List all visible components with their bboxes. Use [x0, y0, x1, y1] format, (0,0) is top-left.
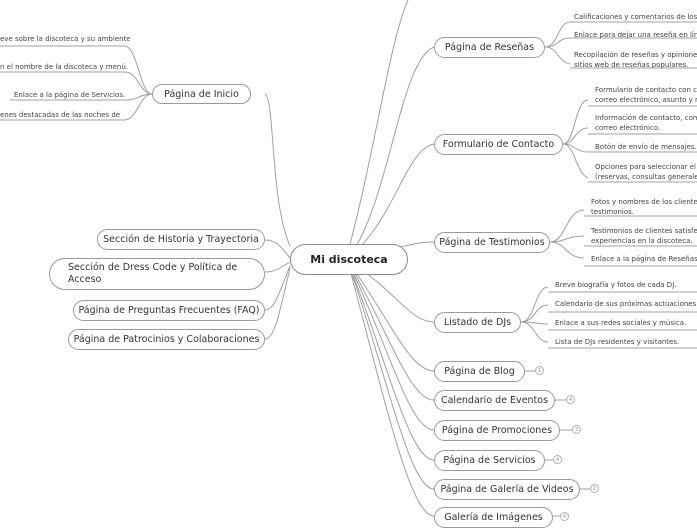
testimonios-leaf-3: Enlace a la página de Reseñas c — [591, 255, 697, 263]
testimonios-leaf-2: Testimonios de clientes satisfec experie… — [591, 227, 697, 245]
resenas-leaf-2: Enlace para dejar una reseña en líne — [574, 31, 697, 39]
collapsed-count-badge[interactable]: 2 — [590, 484, 599, 493]
contacto-leaf-3: Botón de envío de mensajes. — [595, 143, 697, 151]
branch-inicio[interactable]: Página de Inicio — [152, 84, 251, 104]
contacto-leaf-2: Información de contacto, como correo ele… — [595, 114, 697, 132]
branch-dress-code[interactable]: Sección de Dress Code y Política de Acce… — [49, 258, 265, 290]
branch-promociones[interactable]: Página de Promociones — [434, 420, 560, 441]
inicio-leaf-4: enes destacadas de las noches de — [0, 111, 121, 119]
collapsed-count-badge[interactable]: 1 — [535, 366, 544, 375]
branch-eventos[interactable]: Calendario de Eventos — [434, 390, 555, 411]
djs-leaf-1: Breve biografía y fotos de cada DJ. — [555, 281, 677, 289]
djs-leaf-4: Lista de DJs residentes y visitantes. — [555, 338, 680, 346]
branch-blog[interactable]: Página de Blog — [434, 361, 525, 382]
branch-patrocinios[interactable]: Página de Patrocinios y Colaboraciones — [68, 329, 265, 350]
resenas-leaf-1: Calificaciones y comentarios de los vi — [574, 13, 697, 21]
branch-resenas[interactable]: Página de Reseñas — [434, 37, 545, 58]
branch-imagenes[interactable]: Galería de Imágenes — [434, 507, 553, 528]
testimonios-leaf-1: Fotos y nombres de los clientes testimon… — [591, 198, 697, 216]
branch-historia[interactable]: Sección de Historia y Trayectoria — [97, 229, 265, 250]
djs-leaf-2: Calendario de sus próximas actuaciones. — [555, 300, 697, 308]
collapsed-count-badge[interactable]: 4 — [553, 455, 562, 464]
contacto-leaf-4: Opciones para seleccionar el m (reservas… — [595, 163, 697, 181]
branch-testimonios[interactable]: Página de Testimonios — [434, 232, 550, 253]
inicio-leaf-3: Enlace a la página de Servicios. — [14, 91, 126, 99]
branch-contacto[interactable]: Formulario de Contacto — [434, 134, 563, 155]
contacto-leaf-1: Formulario de contacto con ca correo ele… — [595, 86, 697, 104]
branch-servicios[interactable]: Página de Servicios — [434, 450, 545, 471]
collapsed-count-badge[interactable]: 3 — [572, 425, 581, 434]
branch-faq[interactable]: Página de Preguntas Frecuentes (FAQ) — [73, 300, 265, 321]
inicio-leaf-1: eve sobre la discoteca y su ambiente — [0, 35, 131, 43]
central-topic[interactable]: Mi discoteca — [290, 244, 408, 275]
inicio-leaf-2: n el nombre de la discoteca y menú. — [0, 63, 128, 71]
collapsed-count-badge[interactable]: 4 — [566, 395, 575, 404]
branch-djs[interactable]: Listado de DJs — [434, 312, 521, 333]
branch-videos[interactable]: Página de Galería de Videos — [434, 479, 580, 500]
djs-leaf-3: Enlace a sus redes sociales y música. — [555, 319, 687, 327]
